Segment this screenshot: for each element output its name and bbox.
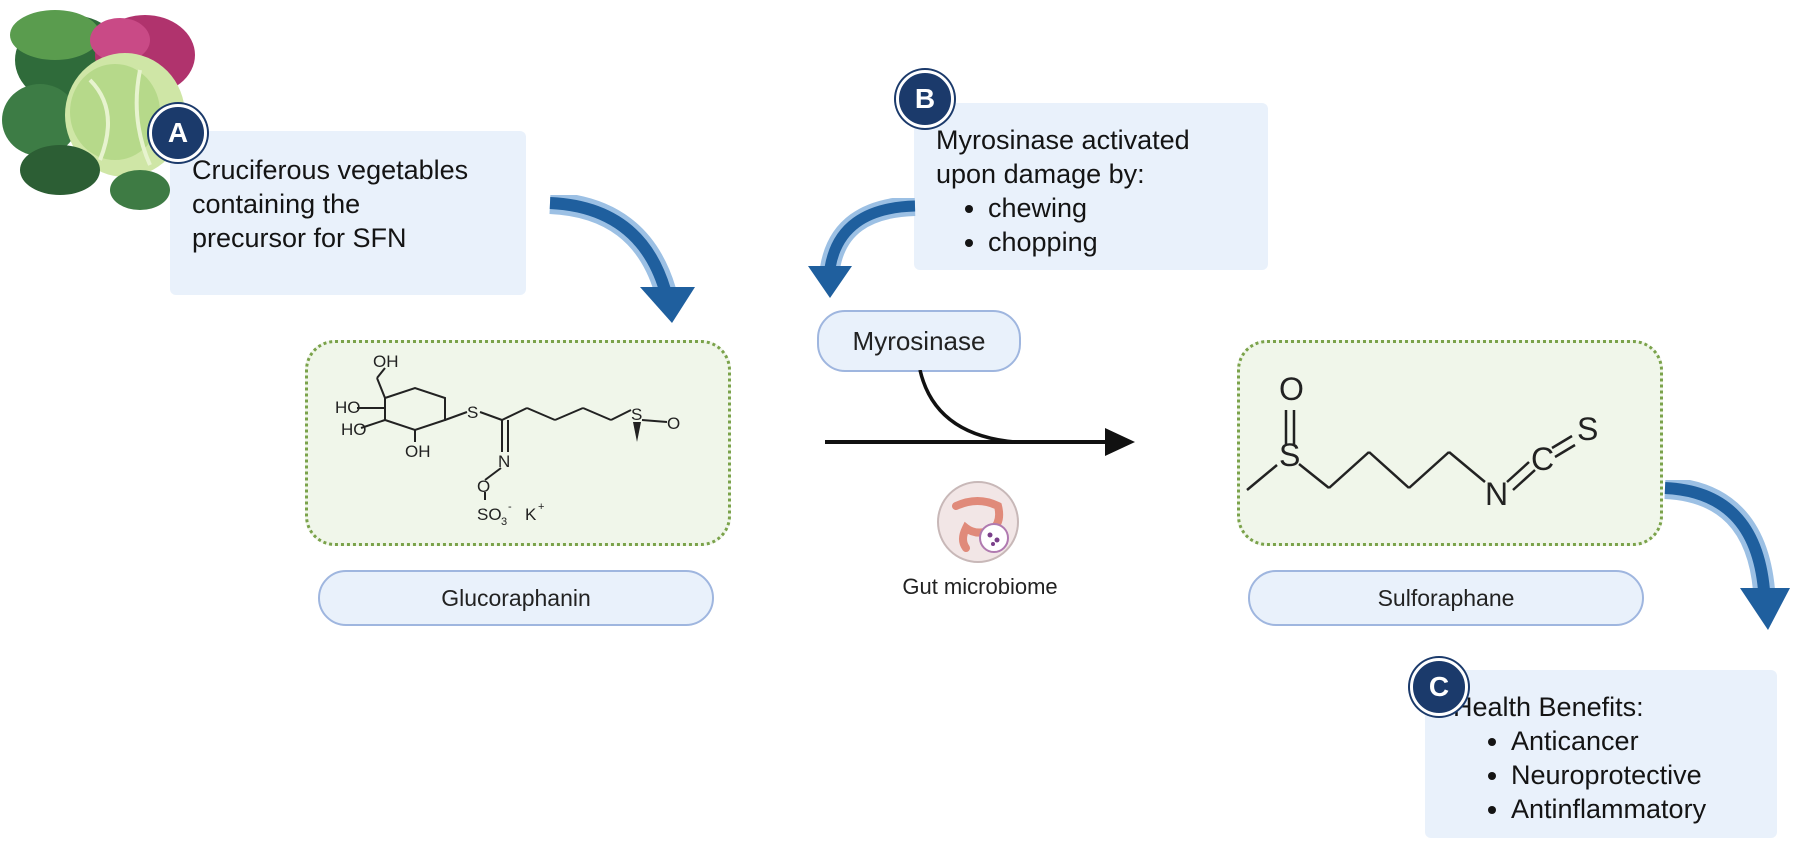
glucoraphanin-structure-box (305, 340, 731, 546)
atom-label: N (1485, 476, 1508, 512)
atom-label: S (1577, 411, 1598, 447)
atom-label: S (467, 403, 478, 422)
callout-a-line: containing the (192, 189, 361, 219)
atom-label: O (1279, 371, 1304, 407)
atom-label: S (1279, 437, 1300, 473)
callout-b-bullet: chewing (988, 191, 1190, 225)
atom-label: N (498, 452, 510, 471)
callout-a-line: precursor for SFN (192, 223, 407, 253)
callout-a: Cruciferous vegetables containing the pr… (170, 131, 526, 295)
glucoraphanin-label: Glucoraphanin (318, 570, 714, 626)
callout-b-text: Myrosinase activated upon damage by: che… (936, 123, 1190, 259)
callout-c-bullet: Neuroprotective (1511, 758, 1706, 792)
gut-microbiome-icon (937, 481, 1019, 563)
atom-label: OH (405, 442, 431, 461)
atom-label: K (525, 505, 537, 524)
atom-label: 3 (501, 516, 507, 528)
callout-b-list: chewing chopping (936, 191, 1190, 259)
atom-label: - (508, 501, 512, 513)
callout-c-bullet: Anticancer (1511, 724, 1706, 758)
gut-microbiome-label: Gut microbiome (902, 574, 1058, 599)
callout-b-line: upon damage by: (936, 159, 1145, 189)
curved-arrow-c (1664, 480, 1790, 630)
sulforaphane-structure: O S N C S (1246, 371, 1598, 512)
callout-c-list: Anticancer Neuroprotective Antinflammato… (1453, 724, 1706, 826)
atom-label: + (538, 501, 544, 513)
callout-c-text: Health Benefits: Anticancer Neuroprotect… (1453, 690, 1706, 826)
callout-c-bullet: Antinflammatory (1511, 792, 1706, 826)
sulforaphane-structure-box (1237, 340, 1663, 546)
callout-c-title: Health Benefits: (1453, 692, 1644, 722)
curved-arrow-b (808, 198, 916, 298)
badge-a: A (149, 104, 207, 162)
atom-label: SO (477, 505, 502, 524)
sulforaphane-label: Sulforaphane (1248, 570, 1644, 626)
callout-a-line: Cruciferous vegetables (192, 155, 469, 185)
reaction-arrow (825, 370, 1135, 456)
atom-label: O (477, 477, 490, 496)
curved-arrow-a (549, 195, 695, 323)
atom-label: OH (373, 352, 399, 371)
callout-b-line: Myrosinase activated (936, 125, 1190, 155)
badge-b: B (896, 70, 954, 128)
callout-a-text: Cruciferous vegetables containing the pr… (192, 153, 468, 255)
atom-label: O (667, 414, 680, 433)
myrosinase-label: Myrosinase (817, 310, 1021, 372)
glucoraphanin-structure: OH HO HO OH S N O SO 3 - K + S O (335, 352, 680, 528)
callout-c: Health Benefits: Anticancer Neuroprotect… (1425, 670, 1777, 838)
atom-label: S (631, 405, 642, 424)
atom-label: C (1531, 441, 1554, 477)
callout-b-bullet: chopping (988, 225, 1190, 259)
badge-c: C (1410, 658, 1468, 716)
atom-label: HO (335, 398, 361, 417)
callout-b: Myrosinase activated upon damage by: che… (914, 103, 1268, 270)
atom-label: HO (341, 420, 367, 439)
